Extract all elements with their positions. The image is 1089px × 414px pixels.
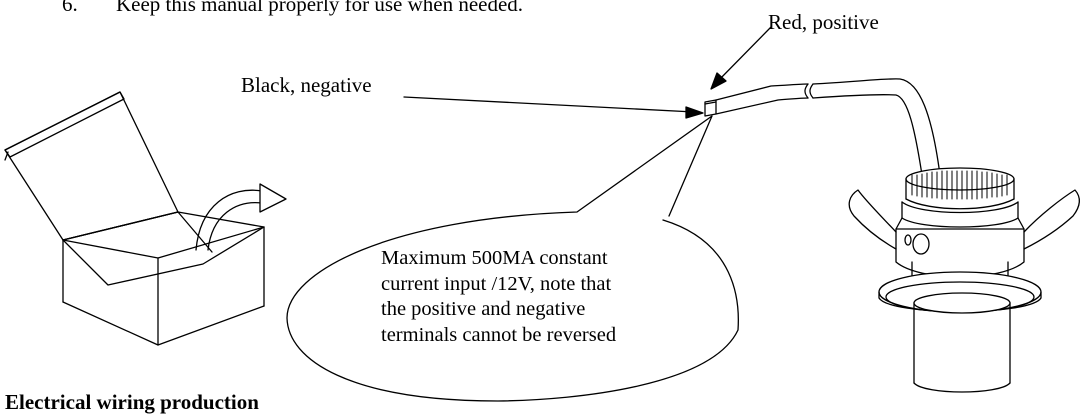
callout-line: the positive and negative <box>381 298 586 320</box>
list-text: Keep this manual properly for use when n… <box>116 0 524 16</box>
section-heading: Electrical wiring production <box>5 390 259 414</box>
black-wire-arrow <box>403 96 704 119</box>
list-item: 6. Keep this manual properly for use when… <box>62 0 523 15</box>
list-number: 6. <box>62 0 78 16</box>
callout-bubble <box>286 115 739 402</box>
wire-cable <box>704 78 941 176</box>
callout-line: Maximum 500MA constant <box>381 247 608 269</box>
black-negative-label: Black, negative <box>241 73 372 97</box>
red-wire-arrow <box>710 26 772 90</box>
callout-line: current input /12V, note that <box>381 272 612 295</box>
callout-line: terminals cannot be reversed <box>381 323 617 346</box>
red-positive-label: Red, positive <box>768 10 879 34</box>
open-box-icon <box>4 91 265 346</box>
downlight-fixture <box>848 167 1080 393</box>
illustration-layer <box>4 26 1080 402</box>
callout-text: Maximum 500MA constant current input /12… <box>381 246 616 348</box>
curved-arrow-icon <box>195 183 287 251</box>
